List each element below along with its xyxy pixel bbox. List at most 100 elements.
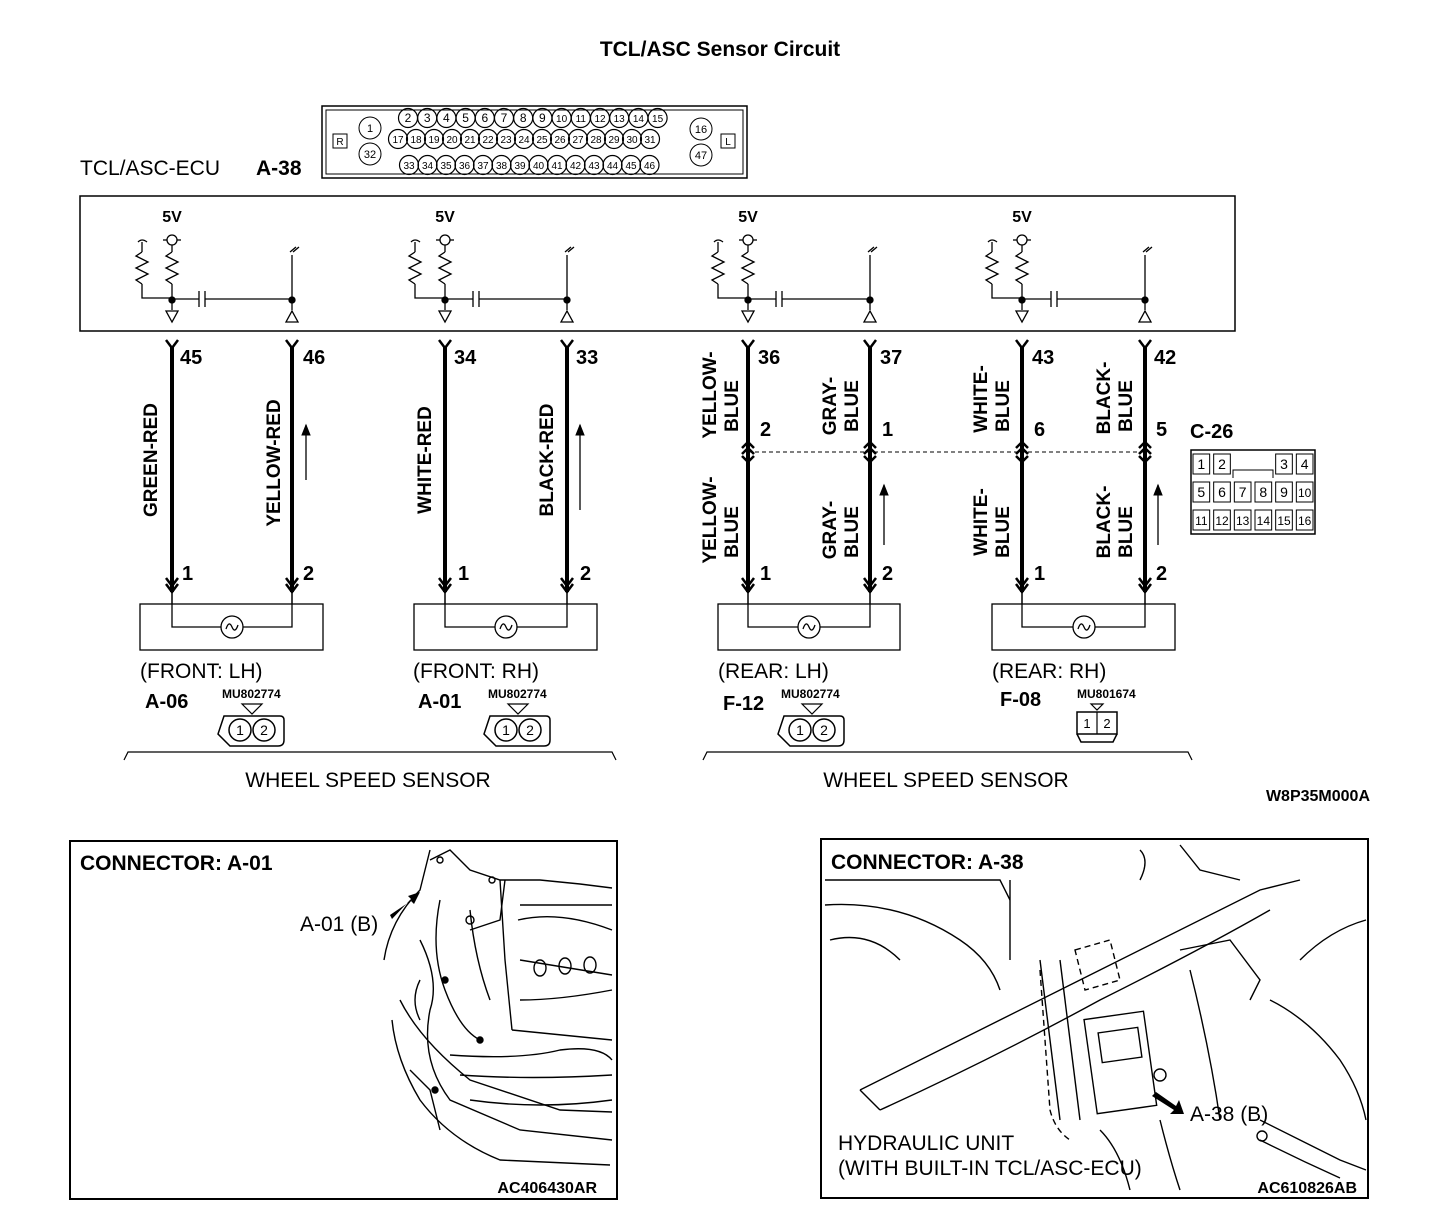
pin-circle — [495, 128, 517, 150]
sensor-input-circuit — [710, 234, 878, 324]
connector-cell — [1295, 453, 1314, 475]
connector-cell — [1233, 481, 1252, 503]
pin-number: 10 — [556, 114, 568, 125]
connector-panel-a01 — [69, 840, 618, 1200]
pin-circle — [441, 128, 463, 150]
connector-cell-number: 8 — [1259, 484, 1267, 500]
pin-number: 20 — [446, 135, 458, 146]
pin-number: 7 — [501, 111, 508, 125]
sensor-connector-id: A-01 — [418, 691, 461, 713]
pin-number: 30 — [626, 135, 638, 146]
round-connector-icon: 1 2 — [217, 703, 285, 747]
current-direction-arrow — [301, 423, 311, 480]
sensor-pin-label: 1 — [1034, 563, 1045, 585]
junction-pin-label: 5 — [1156, 419, 1167, 441]
sensor-pin-label: 2 — [1156, 563, 1167, 585]
pin-number: 23 — [500, 135, 512, 146]
figure-code: AC406430AR — [497, 1180, 597, 1197]
pin-number: 19 — [428, 135, 440, 146]
pin-number: 43 — [588, 161, 600, 172]
connector-cell-number: 5 — [1197, 484, 1205, 500]
wire — [560, 339, 574, 604]
square-connector-icon: 1 2 — [1076, 703, 1118, 743]
pin-number: 4 — [443, 111, 450, 125]
connector-cell — [1192, 481, 1211, 503]
wire-color-label: BLUE — [722, 506, 743, 558]
sensor-box — [139, 603, 324, 651]
junction-pin-label: 2 — [760, 419, 771, 441]
sensor-position-label: (REAR: LH) — [718, 660, 829, 683]
ecu-pin-label: 42 — [1154, 347, 1176, 369]
pin-16: 16 — [695, 124, 707, 136]
connector-cell — [1213, 509, 1231, 531]
ecu-box — [79, 195, 1236, 332]
pin-number: 37 — [477, 161, 489, 172]
wire-color-label: BLACK-RED — [537, 404, 558, 517]
pin-1: 1 — [367, 123, 373, 135]
pin-number: 9 — [539, 111, 546, 125]
panel-heading: CONNECTOR: A-38 — [831, 851, 1024, 874]
sensor-box — [413, 603, 598, 651]
ecu-pin-label: 43 — [1032, 347, 1054, 369]
sensor-pin-label: 2 — [882, 563, 893, 585]
sensor-input-circuit — [134, 234, 300, 324]
wire — [863, 339, 877, 604]
connector-cell — [1213, 481, 1231, 503]
connector-cell-number: 1 — [1197, 456, 1205, 472]
wire-color-label: BLUE — [1116, 380, 1137, 432]
figure-code: AC610826AB — [1257, 1180, 1357, 1197]
wheel-speed-sensors — [139, 603, 1176, 651]
connector-cell-number: 9 — [1280, 484, 1288, 500]
pin-32: 32 — [364, 149, 376, 161]
pin-number: 38 — [496, 161, 508, 172]
pin-number: 12 — [594, 114, 606, 125]
pin-circle — [567, 128, 589, 150]
connector-cell — [1213, 453, 1231, 475]
pin-number: 27 — [572, 135, 584, 146]
connector-cell — [1275, 453, 1293, 475]
pin-number: 5 — [462, 111, 469, 125]
pin-circle — [513, 128, 535, 150]
pin-number: 44 — [607, 161, 619, 172]
wire-color-label: WHITE-RED — [415, 406, 436, 514]
junction-connector-label: C-26 — [1190, 421, 1233, 443]
connector-panel-a38 — [820, 838, 1369, 1199]
pin-number: 2 — [405, 111, 412, 125]
pin-number: 14 — [633, 114, 645, 125]
group-brace — [123, 751, 617, 761]
connector-cell-number: 16 — [1298, 514, 1312, 528]
pin-circle — [531, 128, 553, 150]
wire-color-label: YELLOW- — [700, 351, 721, 438]
wire-color-label: BLUE — [993, 380, 1014, 432]
pin-number: 42 — [570, 161, 582, 172]
connector-cell-number: 7 — [1239, 484, 1247, 500]
panel-caption: HYDRAULIC UNIT — [838, 1132, 1014, 1155]
wire — [438, 339, 452, 604]
pin-number: 29 — [608, 135, 620, 146]
pin-number: 35 — [440, 161, 452, 172]
connector-cell-number: 10 — [1298, 486, 1312, 500]
pin-circle — [585, 128, 607, 150]
pin-number: 41 — [551, 161, 563, 172]
ecu-pin-label: 45 — [180, 347, 202, 369]
connector-cell-number: 2 — [1218, 456, 1226, 472]
wire — [741, 339, 755, 604]
wire-color-label: BLACK- — [1094, 486, 1115, 559]
side-label-r: R — [336, 137, 343, 148]
pin-number: 34 — [422, 161, 434, 172]
wire-color-label: BLUE — [842, 380, 863, 432]
svg-text:2: 2 — [1103, 716, 1110, 731]
junction-pin-label: 1 — [882, 419, 893, 441]
group-label: WHEEL SPEED SENSOR — [823, 769, 1068, 792]
connector-cell — [1295, 481, 1314, 503]
pin-number: 21 — [464, 135, 476, 146]
pin-number: 26 — [554, 135, 566, 146]
pin-number: 22 — [482, 135, 494, 146]
svg-text:1: 1 — [1083, 716, 1090, 731]
pin-number: 6 — [481, 111, 488, 125]
pin-number: 17 — [392, 135, 404, 146]
connector-latch — [1232, 469, 1274, 478]
